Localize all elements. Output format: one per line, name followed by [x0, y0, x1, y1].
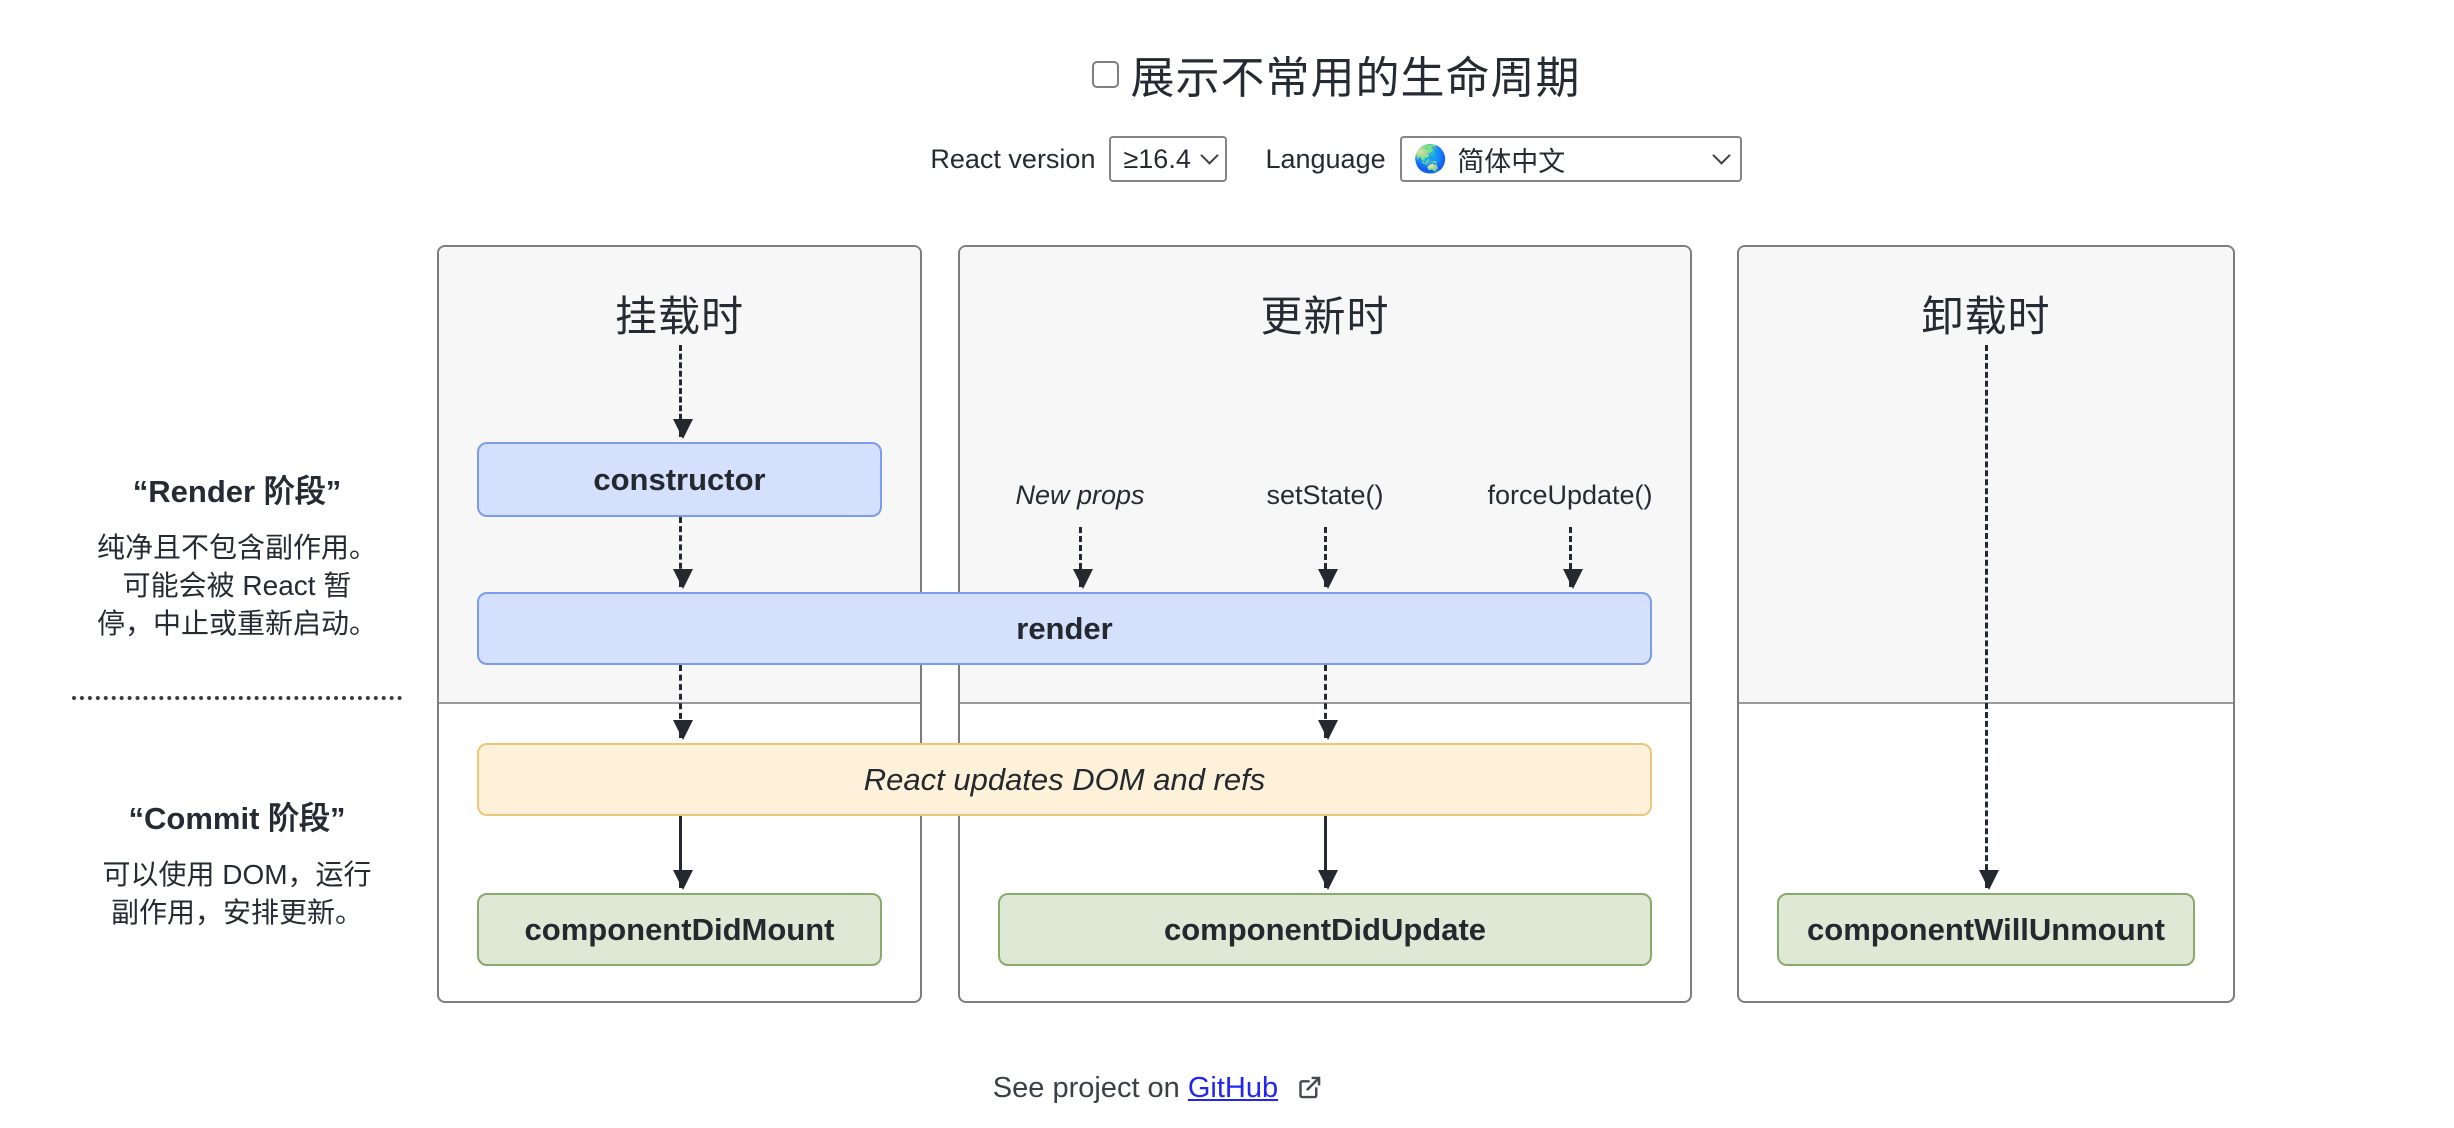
- componentwillunmount-box[interactable]: componentWillUnmount: [1777, 893, 2195, 966]
- commit-phase-title: “Commit 阶段”: [128, 801, 346, 836]
- react-updates-dom-box: React updates DOM and refs: [477, 743, 1652, 816]
- react-version-label: React version: [930, 143, 1096, 174]
- constructor-box[interactable]: constructor: [477, 442, 882, 517]
- phase-divider-dotted-line: [72, 696, 402, 700]
- render-phase-label: “Render 阶段” 纯净且不包含副作用。 可能会被 React 暂 停，中止…: [72, 466, 402, 643]
- arrow-render-to-domupdate-left: [673, 665, 693, 740]
- footer-text: See project on: [992, 1072, 1180, 1104]
- commit-phase-label: “Commit 阶段” 可以使用 DOM，运行 副作用，安排更新。: [72, 793, 402, 932]
- language-value: 🌏 简体中文: [1414, 140, 1566, 179]
- arrow-unmount-to-willunmount: [1979, 345, 1999, 890]
- arrow-mount-to-constructor: [673, 345, 693, 439]
- show-uncommon-lifecycles-checkbox[interactable]: [1091, 60, 1119, 88]
- render-phase-title: “Render 阶段”: [132, 474, 342, 509]
- componentdidupdate-box[interactable]: componentDidUpdate: [998, 893, 1652, 966]
- commit-phase-desc-line: 可以使用 DOM，运行: [102, 859, 372, 890]
- github-link[interactable]: GitHub: [1187, 1072, 1279, 1104]
- language-value-text: 简体中文: [1457, 146, 1566, 177]
- commit-phase-description: 可以使用 DOM，运行 副作用，安排更新。: [72, 856, 402, 932]
- arrow-setstate-to-render: [1318, 527, 1338, 589]
- render-box[interactable]: render: [477, 592, 1652, 665]
- render-phase-desc-line: 纯净且不包含副作用。: [96, 532, 377, 563]
- options-row: React version ≥16.4 Language 🌏 简体中文: [437, 136, 2235, 182]
- commit-phase-desc-line: 副作用，安排更新。: [110, 897, 363, 928]
- chevron-down-icon: [1200, 145, 1219, 165]
- arrow-newprops-to-render: [1073, 527, 1093, 589]
- arrow-constructor-to-render: [673, 517, 693, 589]
- column-updating-title: 更新时: [1260, 293, 1390, 340]
- language-select[interactable]: 🌏 简体中文: [1399, 136, 1742, 182]
- chevron-down-icon: [1711, 145, 1731, 165]
- language-label: Language: [1265, 143, 1386, 174]
- external-link-icon: [1299, 1076, 1321, 1099]
- arrow-domupdate-to-didmount: [673, 816, 693, 890]
- render-phase-description: 纯净且不包含副作用。 可能会被 React 暂 停，中止或重新启动。: [72, 529, 402, 643]
- globe-icon: 🌏: [1413, 144, 1448, 174]
- column-unmounting-title: 卸载时: [1921, 293, 2051, 340]
- column-mounting-title: 挂载时: [614, 293, 744, 340]
- render-phase-desc-line: 停，中止或重新启动。: [96, 608, 377, 639]
- componentdidmount-box[interactable]: componentDidMount: [477, 893, 882, 966]
- render-phase-desc-line: 可能会被 React 暂: [122, 570, 352, 601]
- footer: See project on GitHub: [0, 1072, 2316, 1105]
- title-row: 展示不常用的生命周期: [437, 42, 2235, 106]
- react-version-select[interactable]: ≥16.4: [1109, 136, 1228, 182]
- page-title[interactable]: 展示不常用的生命周期: [1130, 54, 1581, 103]
- trigger-forceupdate[interactable]: forceUpdate(): [1487, 480, 1653, 510]
- trigger-setstate[interactable]: setState(): [1266, 480, 1384, 510]
- arrow-forceupdate-to-render: [1563, 527, 1583, 589]
- react-version-value: ≥16.4: [1123, 143, 1191, 174]
- arrow-render-to-domupdate-right: [1318, 665, 1338, 740]
- arrow-domupdate-to-didupdate: [1318, 816, 1338, 890]
- trigger-new-props: New props: [1015, 480, 1145, 510]
